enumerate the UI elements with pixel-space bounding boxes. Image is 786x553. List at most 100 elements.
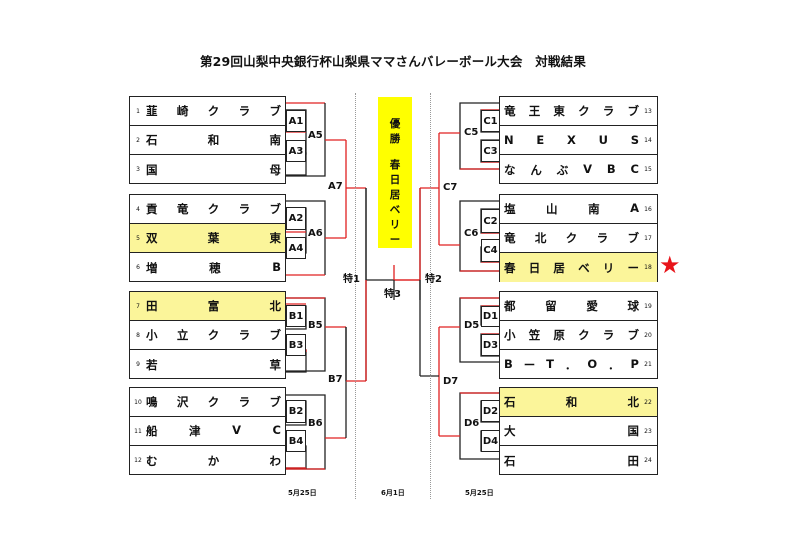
seed-number: 19 (644, 302, 652, 310)
seed-number: 24 (644, 457, 652, 464)
team-row: 1 韮崎クラブ (130, 97, 285, 126)
match-box: C3 (481, 140, 500, 162)
seed-number: 6 (136, 264, 140, 271)
seed-number: 21 (644, 361, 652, 368)
team-name: 竜北クラブ (504, 231, 639, 245)
team-row: 20 小笠原クラブ (500, 321, 657, 350)
left-group-3: 7 田富北 8 小立クラブ 9 若草 (129, 291, 286, 379)
round-label: D6 (464, 418, 480, 429)
team-name: 竜王東クラブ (504, 104, 639, 118)
seed-number: 3 (136, 166, 140, 173)
date-center: 6月1日 (381, 489, 405, 497)
seed-number: 14 (644, 136, 652, 144)
round-label: C7 (443, 182, 458, 193)
team-name: 石田 (504, 453, 639, 468)
team-row: 10 鳴沢クラブ (130, 388, 285, 417)
seed-number: 5 (136, 234, 140, 242)
date-left: 5月25日 (288, 489, 317, 497)
match-box: A3 (286, 140, 306, 162)
team-name: 若草 (146, 357, 281, 372)
seed-number: 23 (644, 427, 652, 435)
star-icon: ★ (659, 251, 681, 279)
team-row: 17 竜北クラブ (500, 224, 657, 253)
round-label: D5 (464, 320, 480, 331)
team-name: むかわ (146, 453, 281, 468)
team-row: 9 若草 (130, 350, 285, 379)
seed-number: 13 (644, 107, 652, 115)
match-box: C4 (481, 239, 500, 262)
seed-number: 9 (136, 361, 140, 368)
champion-label: 優勝 (389, 118, 401, 145)
seed-number: 2 (136, 136, 140, 144)
round-label: B6 (308, 418, 323, 429)
seed-number: 22 (644, 398, 652, 406)
round-label: A6 (308, 228, 323, 239)
seed-number: 18 (644, 264, 652, 271)
seed-number: 17 (644, 234, 652, 242)
round-label: B7 (328, 374, 343, 385)
team-name: 大国 (504, 424, 639, 438)
team-name: 鳴沢クラブ (146, 395, 281, 409)
team-row: 24 石田 (500, 446, 657, 475)
round-label: 特2 (425, 274, 442, 285)
round-label: 特1 (343, 274, 360, 285)
match-box: D1 (481, 306, 500, 327)
team-row: 13 竜王東クラブ (500, 97, 657, 126)
match-box: B4 (286, 430, 306, 452)
match-box: C2 (481, 209, 500, 233)
match-box: C1 (481, 110, 500, 132)
match-box: A2 (286, 207, 306, 230)
round-label: A7 (328, 181, 343, 192)
round-label: A5 (308, 130, 323, 141)
seed-number: 7 (136, 302, 140, 310)
team-name: 双葉東 (146, 231, 281, 245)
team-row-highlighted: 7 田富北 (130, 292, 285, 321)
match-box: B1 (286, 305, 306, 327)
match-box: A1 (286, 110, 306, 132)
team-row: 4 貢竜クラブ (130, 195, 285, 224)
round-label: 特3 (384, 289, 401, 300)
seed-number: 16 (644, 205, 652, 213)
match-box: B3 (286, 334, 306, 356)
seed-number: 1 (136, 107, 140, 115)
team-name: 石和南 (146, 133, 281, 147)
round-label: D7 (443, 376, 459, 387)
seed-number: 4 (136, 205, 140, 213)
team-name: 小立クラブ (146, 328, 281, 342)
team-name: 小笠原クラブ (504, 328, 639, 342)
seed-number: 8 (136, 331, 140, 339)
team-name: 田富北 (146, 299, 281, 313)
seed-number: 11 (134, 427, 142, 435)
champion-team: 春日居ベリー (389, 159, 401, 246)
team-row-highlighted: 18 春日居ベリー (500, 253, 657, 282)
team-row-highlighted: 22 石和北 (500, 388, 657, 417)
champion-banner: 優勝 春日居ベリー (378, 97, 412, 248)
round-label: C6 (464, 228, 479, 239)
team-row: 12 むかわ (130, 446, 285, 475)
team-name: 韮崎クラブ (146, 104, 281, 118)
team-row: 19 都留愛球 (500, 292, 657, 321)
seed-number: 12 (134, 457, 142, 464)
match-box: B2 (286, 400, 306, 423)
team-row-highlighted: 5 双葉東 (130, 224, 285, 253)
team-row: 2 石和南 (130, 126, 285, 155)
match-box: A4 (286, 237, 306, 259)
team-name: 貢竜クラブ (146, 202, 281, 216)
divider-right (430, 93, 431, 499)
match-box: D3 (481, 334, 500, 356)
